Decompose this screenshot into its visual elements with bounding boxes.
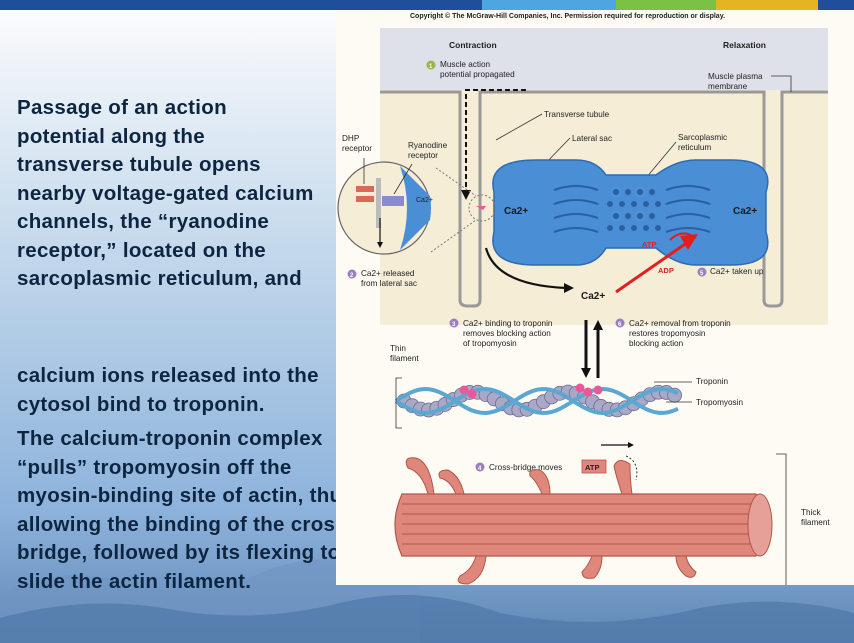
thin-filament-label-2: filament xyxy=(390,354,419,363)
step-6-line2: restores tropomyosin xyxy=(629,329,706,338)
step-1-line2: potential propagated xyxy=(440,70,515,79)
ca-label-left: Ca2+ xyxy=(504,206,528,217)
highlight-circle xyxy=(468,194,496,222)
thin-filament xyxy=(394,383,683,418)
ca-release-arrow xyxy=(484,247,567,290)
step-1-line1: Muscle action xyxy=(440,60,491,69)
topbar-segment-end xyxy=(818,0,854,10)
ryanodine-receptor xyxy=(382,196,404,206)
dhp-receptor-2 xyxy=(356,196,374,202)
relaxation-heading: Relaxation xyxy=(723,40,766,50)
plasma-membrane-label-2: membrane xyxy=(708,82,748,91)
sr-pores xyxy=(607,189,661,231)
atp-box xyxy=(581,459,607,474)
top-color-bar xyxy=(0,0,854,10)
dhp-receptor-1 xyxy=(356,186,374,192)
atp-label: ATP xyxy=(642,240,656,249)
tropomyosin-label: Tropomyosin xyxy=(696,398,743,407)
sr-tubules xyxy=(553,185,711,233)
inset-ca-label: Ca2+ xyxy=(416,197,433,204)
step-5-marker xyxy=(697,267,707,277)
step-5-number: 5 xyxy=(700,271,704,277)
step-2-number: 2 xyxy=(350,273,354,279)
step-5-label: Ca2+ taken up xyxy=(710,267,764,276)
ryr-label-1: Ryanodine xyxy=(408,141,448,150)
step-1-marker xyxy=(426,60,436,70)
step-6-marker xyxy=(615,318,625,328)
slide-paragraph-1: Passage of an action potential along the… xyxy=(17,96,314,290)
thick-filament-label-1: Thick xyxy=(801,508,821,517)
step-4-label: Cross-bridge moves xyxy=(489,463,562,472)
t-tubule-label: Transverse tubule xyxy=(544,110,610,119)
topbar-segment-lightblue xyxy=(482,0,616,10)
topbar-segment-green xyxy=(616,0,716,10)
troponin-complex xyxy=(459,385,469,395)
troponin-complex xyxy=(467,389,477,399)
troponin-complex xyxy=(593,385,603,395)
muscle-contraction-figure: Copyright © The McGraw-Hill Companies, I… xyxy=(336,10,854,585)
dhp-label-2: receptor xyxy=(342,144,372,153)
ca-uptake-arrow xyxy=(615,240,689,294)
step-2-marker xyxy=(347,269,357,279)
step-3-line1: Ca2+ binding to troponin xyxy=(463,319,553,328)
action-potential-path xyxy=(465,89,526,195)
action-potential-arrowhead xyxy=(461,190,471,200)
topbar-segment-navy xyxy=(334,0,482,10)
thick-filament-label-2: filament xyxy=(801,518,830,527)
step-3-marker xyxy=(449,318,459,328)
step-2-line2: from lateral sac xyxy=(361,279,417,288)
thick-filament xyxy=(394,457,773,585)
step-3-line3: of tropomyosin xyxy=(463,339,517,348)
inset-sr xyxy=(400,166,431,250)
thin-filament-label-1: Thin xyxy=(390,344,406,353)
step-2-line1: Ca2+ released xyxy=(361,269,415,278)
step-4-number: 4 xyxy=(478,466,482,472)
step-4-marker xyxy=(475,462,485,472)
topbar-segment-blue xyxy=(0,0,334,10)
step-1-number: 1 xyxy=(429,64,433,70)
ca-cytosol-label: Ca2+ xyxy=(581,291,605,302)
plasma-membrane-label-1: Muscle plasma xyxy=(708,72,763,81)
troponin-complex xyxy=(575,383,585,393)
tropomyosin-strand xyxy=(394,386,679,416)
extracellular-space xyxy=(380,28,828,90)
step-6-number: 6 xyxy=(618,322,622,328)
sr-label-1: Sarcoplasmic xyxy=(678,133,727,142)
slide-paragraph-3: The calcium-troponin complex “pulls” tro… xyxy=(17,427,355,593)
dhp-label-1: DHP xyxy=(342,134,360,143)
sr-label-2: reticulum xyxy=(678,143,711,152)
copyright-text: Copyright © The McGraw-Hill Companies, I… xyxy=(410,12,725,20)
troponin-complex xyxy=(583,387,593,397)
step-3-number: 3 xyxy=(452,322,456,328)
ca-label-right: Ca2+ xyxy=(733,206,757,217)
topbar-segment-yellow xyxy=(716,0,818,10)
contraction-heading: Contraction xyxy=(449,40,497,50)
step-3-line2: removes blocking action xyxy=(463,329,551,338)
step-6-line1: Ca2+ removal from troponin xyxy=(629,319,731,328)
background-hills xyxy=(0,559,854,643)
adp-label: ADP xyxy=(658,266,674,275)
step-6-line3: blocking action xyxy=(629,339,684,348)
lateral-sac-label: Lateral sac xyxy=(572,134,612,143)
atp-box-label: ATP xyxy=(585,463,599,472)
troponin-label: Troponin xyxy=(696,377,728,386)
plasma-membrane xyxy=(380,90,828,308)
slide-paragraph-2: calcium ions released into the cytosol b… xyxy=(17,364,319,416)
ryr-label-2: receptor xyxy=(408,151,438,160)
